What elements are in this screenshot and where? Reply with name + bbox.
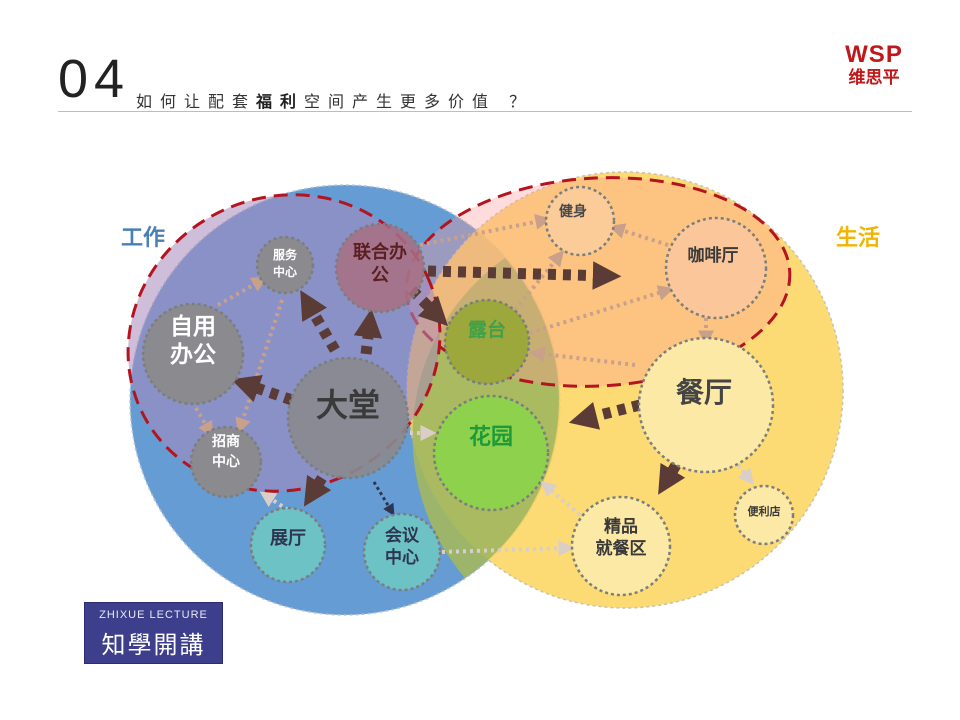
zhixue-lecture-badge: ZHIXUE LECTURE 知學開講 [84,602,223,664]
wsp-logo: WSP 维思平 [836,42,912,90]
work-region-label: 工作 [121,226,165,251]
fine-dining-node [570,495,672,597]
arrow-terrace-to-cafe [529,285,675,335]
convenience-store-label: 便利店 [748,504,781,518]
cafe-node [664,216,768,320]
self-office-label-2: 办公 [170,342,216,368]
service-center-label-2: 中心 [273,264,297,279]
terrace-label: 露台 [468,318,506,341]
arrow-restaurant-to-terrace [528,346,636,367]
life-region-label: 生活 [836,226,880,251]
recruit-center-label-2: 中心 [212,453,240,470]
section-number: 04 [58,49,131,109]
meeting-center-node [362,512,442,592]
lobby-node [286,356,410,480]
service-center-label-1: 服务 [273,247,298,262]
lobby-label: 大堂 [316,386,380,424]
fine-dining-label-2: 就餐区 [596,538,647,559]
terrace-node [443,298,531,386]
service-center-node [255,235,315,295]
garden-label: 花园 [469,424,513,450]
joint-office-label-2: 公 [371,265,389,286]
arrow-joint-to-fitness [419,214,552,247]
arrow-self-to-service [217,276,268,307]
arrow-lobby-to-joint [353,308,383,355]
joint-office-label-1: 联合办 [353,241,407,263]
badge-text-cn: 知學開講 [101,631,206,659]
arrow-dining-to-garden [540,480,582,517]
arrow-lobby-to-service [300,290,340,353]
arrow-restaurant-to-dining [658,462,686,495]
arrow-service-to-recruit [235,299,284,435]
recruit-center-node [189,425,263,499]
exhibition-hall-node [249,506,327,584]
major-flows [231,261,686,507]
garden-node [432,394,550,512]
recruit-center-label-1: 招商 [212,433,240,450]
arrow-joint-to-terrace [408,286,449,327]
logo-text-cn: 维思平 [848,68,900,88]
arrow-terrace-to-fitness [513,250,565,312]
fitness-node [544,185,616,257]
arrow-joint-to-cafe [427,261,622,290]
logo-text-en: WSP [845,41,903,68]
arrow-restaurant-to-garden [568,399,642,430]
arrow-meeting-to-dining [441,540,575,557]
exhibition-hall-label: 展厅 [270,528,306,549]
arrow-restaurant-to-store [736,463,754,485]
arrow-cafe-to-fitness [608,223,669,247]
self-office-label-1: 自用 [170,313,216,340]
minor-flows [194,214,714,438]
meeting-center-label-1: 会议 [385,525,420,546]
slide-title: 如何让配套福利空间产生更多价值 ？ [136,88,533,112]
badge-text-en: ZHIXUE LECTURE [99,609,208,621]
minor-flows-light [259,425,754,557]
fitness-label: 健身 [559,203,587,220]
title-part-1: 如何让配套 [136,92,257,111]
meeting-center-label-2: 中心 [385,547,419,568]
title-rule [58,111,912,112]
title-part-2: 空间产生更多价值 ？ [304,92,534,111]
title-bold: 福利 [256,92,305,111]
restaurant-label: 餐厅 [676,376,732,409]
node-circles [141,185,795,597]
fine-dining-label-1: 精品 [604,516,638,537]
convenience-store-node [733,484,795,546]
arrow-exhibition-up [259,491,290,512]
arrow-self-to-recruit [194,406,214,438]
joint-office-node [334,222,426,314]
cafe-label: 咖啡厅 [688,245,739,266]
self-office-node [141,302,245,406]
restaurant-node [637,336,775,474]
arrow-lobby-to-exhibition [303,474,332,507]
